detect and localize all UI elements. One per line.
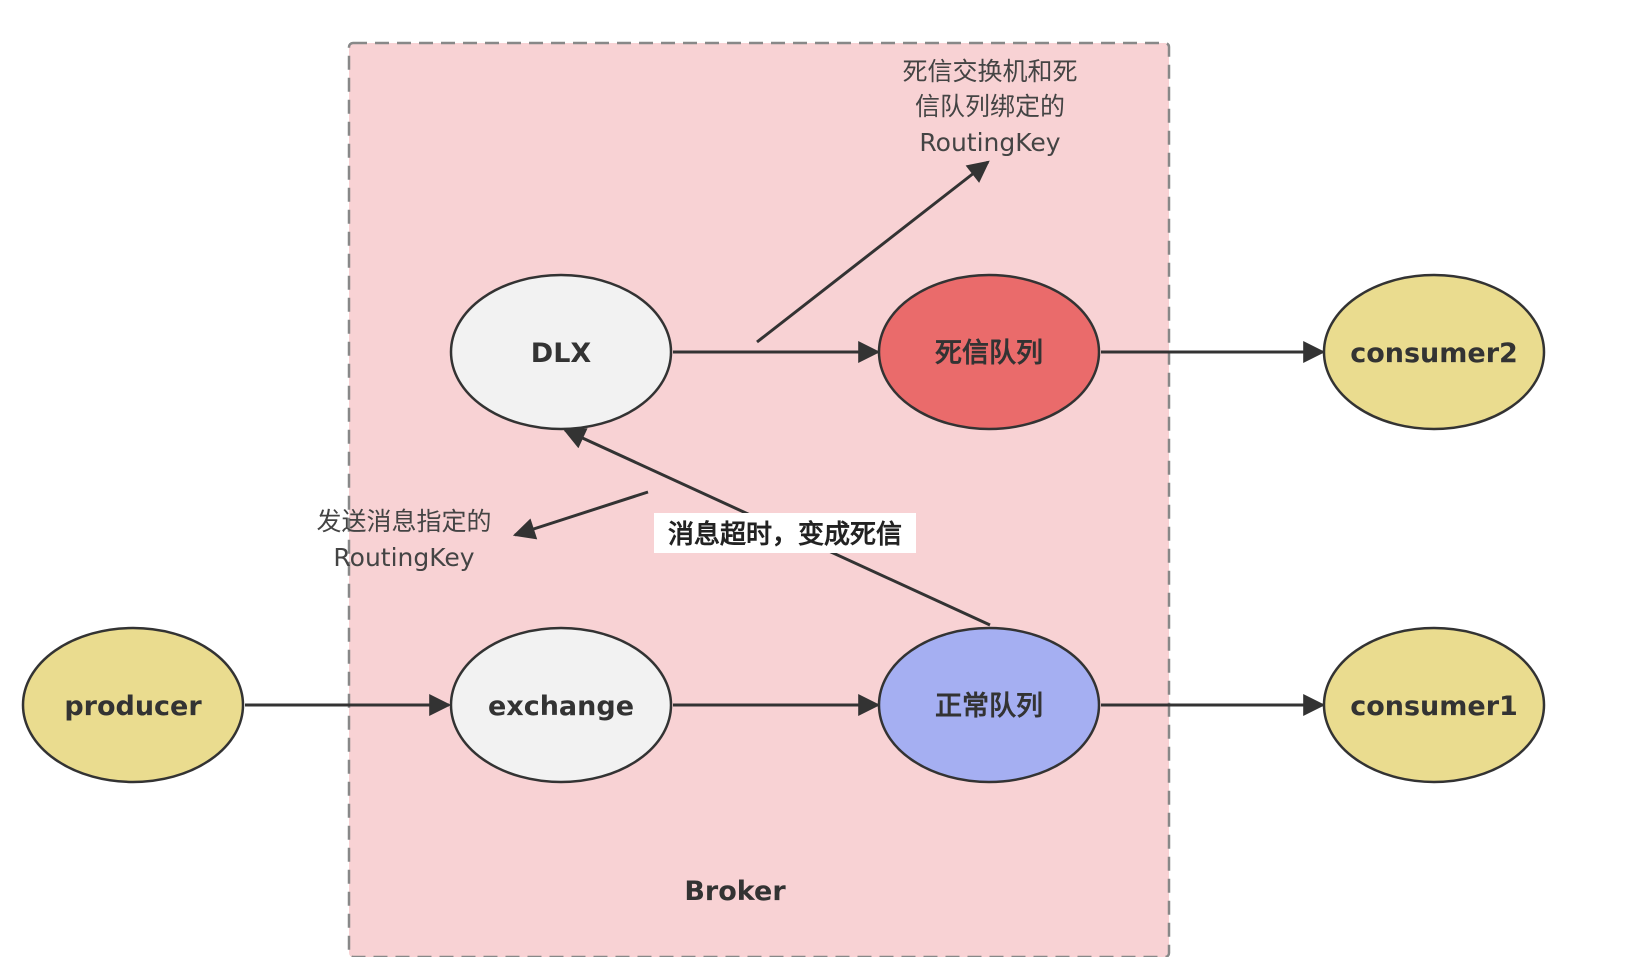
exchange-node: exchange [449, 626, 673, 784]
consumer2-label: consumer2 [1350, 338, 1518, 369]
dlx-node: DLX [449, 273, 673, 431]
normal-queue-label: 正常队列 [935, 691, 1043, 722]
timeout-label: 消息超时，变成死信 [668, 519, 902, 550]
consumer2-ellipse-icon [1322, 273, 1546, 431]
broker-box [347, 41, 1171, 957]
timeout-label-background [654, 513, 916, 553]
broker-container: Broker [347, 41, 1171, 957]
dlx-routing-key-line-2: 信队列绑定的 [915, 92, 1065, 121]
dlx-routing-key-line-3: RoutingKey [919, 128, 1060, 157]
consumer2-node: consumer2 [1322, 273, 1546, 431]
broker-label: Broker [684, 876, 786, 907]
consumer1-node: consumer1 [1322, 626, 1546, 784]
dead-queue-label: 死信队列 [935, 338, 1043, 369]
edge-dlx-routing-key-pointer [756, 160, 990, 344]
dlx-routing-key-line-1: 死信交换机和死 [902, 57, 1077, 86]
nodes: producer exchange 正常队列 consumer1 DLX 死信队… [21, 273, 1546, 784]
dlx-ellipse-icon [449, 273, 673, 431]
producer-ellipse-icon [21, 626, 245, 784]
consumer1-ellipse-icon [1322, 626, 1546, 784]
exchange-label: exchange [488, 691, 634, 722]
timeout-edge-label: 消息超时，变成死信 [654, 513, 916, 553]
producer-label: producer [64, 691, 202, 722]
send-routing-key-line-2: RoutingKey [333, 543, 474, 572]
consumer1-label: consumer1 [1350, 691, 1518, 722]
producer-node: producer [21, 626, 245, 784]
dead-queue-ellipse-icon [877, 273, 1101, 431]
edge-send-routing-key-pointer [512, 490, 649, 540]
dlx-routing-key-note: 死信交换机和死 信队列绑定的 RoutingKey [902, 57, 1077, 157]
send-routing-key-line-1: 发送消息指定的 [316, 507, 491, 536]
exchange-ellipse-icon [449, 626, 673, 784]
dead-queue-node: 死信队列 [877, 273, 1101, 431]
send-routing-key-note: 发送消息指定的 RoutingKey [316, 507, 491, 572]
normal-queue-node: 正常队列 [877, 626, 1101, 784]
normal-queue-ellipse-icon [877, 626, 1101, 784]
dlx-label: DLX [531, 338, 592, 369]
